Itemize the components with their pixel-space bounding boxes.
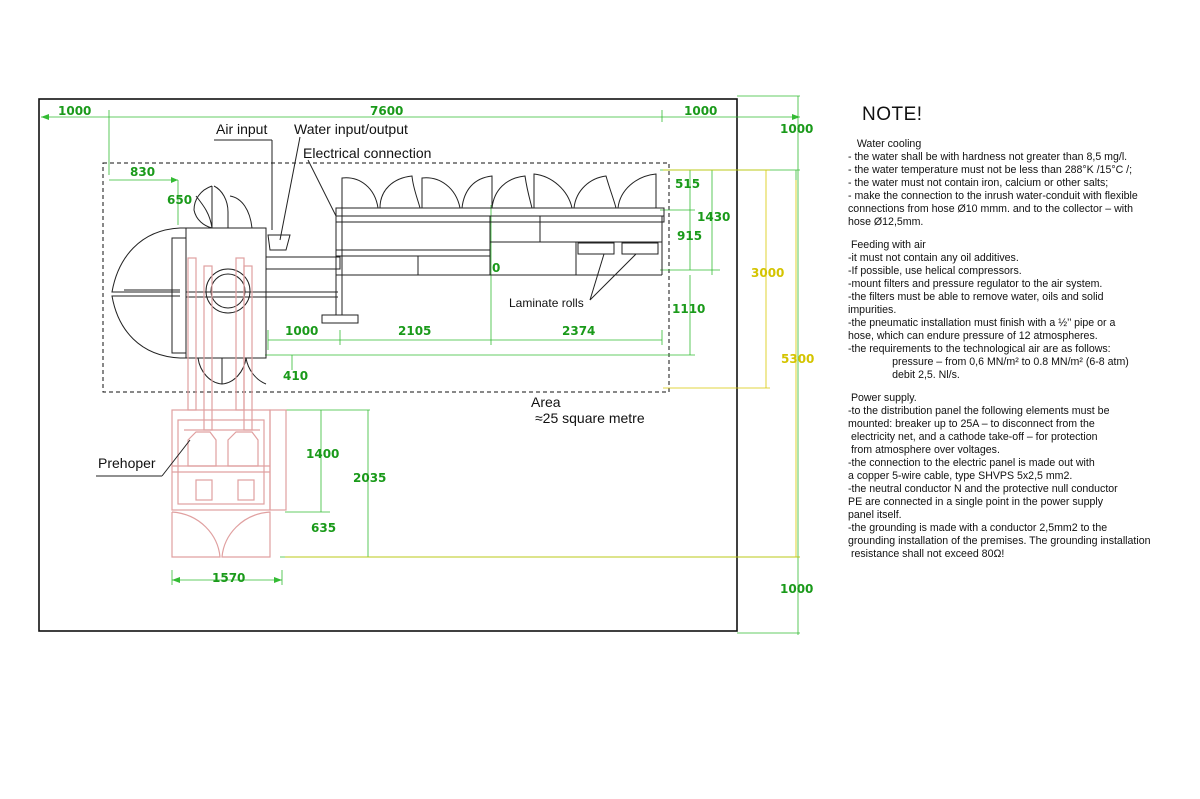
notes-line: impurities. [848,304,897,316]
notes-line: Power supply. [848,392,917,404]
dim-3000: 3000 [751,266,784,280]
notes-line: grounding installation of the premises. … [848,535,1151,547]
notes-title: NOTE! [862,104,923,125]
label-area: Area [531,394,561,410]
dim-7600: 7600 [370,104,403,118]
dim-410: 410 [283,369,308,383]
working-area-dashed [102,162,670,393]
notes-panel: NOTE! Water cooling- the water shall be … [848,104,1198,571]
notes-line: hose, which can endure pressure of 12 at… [848,330,1098,342]
label-prehoper: Prehoper [98,455,156,471]
dim-0: 0 [492,261,500,275]
notes-section: Power supply.-to the distribution panel … [848,392,1198,561]
notes-line: -the pneumatic installation must finish … [848,317,1116,329]
label-laminate-rolls: Laminate rolls [509,296,584,310]
machine-outline [111,136,665,385]
yellow-dimension-lines [285,169,800,558]
dim-830: 830 [130,165,155,179]
notes-line: -If possible, use helical compressors. [848,265,1022,277]
notes-line: a copper 5-wire cable, type SHVPS 5x2,5 … [848,470,1073,482]
notes-line: -the grounding is made with a conductor … [848,522,1108,534]
notes-line: -the neutral conductor N and the protect… [848,483,1118,495]
notes-line: from atmosphere over voltages. [848,444,1000,456]
notes-line: Water cooling [848,138,922,150]
notes-line: hose Ø12,5mm. [848,216,924,228]
dim-1000-top-right: 1000 [780,122,813,136]
dim-515: 515 [675,177,700,191]
label-electrical: Electrical connection [303,145,431,161]
room-outline [38,98,738,632]
dim-1000-right: 1000 [684,104,717,118]
dim-1430: 1430 [697,210,730,224]
dim-5300: 5300 [781,352,814,366]
notes-line: -it must not contain any oil additives. [848,252,1019,264]
notes-line: Feeding with air [848,239,926,251]
notes-line: mounted: breaker up to 25A – to disconne… [848,418,1095,430]
notes-line: panel itself. [848,509,902,521]
prehoper-outline [171,257,287,558]
label-air-input: Air input [216,121,267,137]
label-water-io: Water input/output [294,121,408,137]
notes-line: connections from hose Ø10 mmm. and to th… [848,203,1133,215]
notes-line: - the water temperature must not be less… [848,164,1133,176]
notes-section: Feeding with air-it must not contain any… [848,239,1198,382]
notes-line: electricity net, and a cathode take-off … [848,431,1098,443]
dim-1400: 1400 [306,447,339,461]
dim-2035: 2035 [353,471,386,485]
notes-line: resistance shall not exceed 80Ω! [848,548,1005,560]
dimension-lines [41,95,800,635]
notes-line: PE are connected in a single point in th… [848,496,1104,508]
notes-line: - the water must not contain iron, calci… [848,177,1109,189]
notes-sections: Water cooling- the water shall be with h… [848,138,1198,561]
notes-line: -to the distribution panel the following… [848,405,1110,417]
label-area-size: ≈25 square metre [535,410,645,426]
dim-2105: 2105 [398,324,431,338]
dim-1570: 1570 [212,571,245,585]
dim-1000-bottom: 1000 [780,582,813,596]
notes-line: - make the connection to the inrush wate… [848,190,1138,202]
notes-line: - the water shall be with hardness not g… [848,151,1128,163]
dim-1000-mid: 1000 [285,324,318,338]
notes-line: -the filters must be able to remove wate… [848,291,1104,303]
dim-915: 915 [677,229,702,243]
notes-section: Water cooling- the water shall be with h… [848,138,1198,229]
notes-line: -mount filters and pressure regulator to… [848,278,1103,290]
dim-1110: 1110 [672,302,705,316]
dim-2374: 2374 [562,324,595,338]
notes-line: -the requirements to the technological a… [848,343,1111,355]
dim-1000-left: 1000 [58,104,91,118]
dim-635: 635 [311,521,336,535]
dim-650: 650 [167,193,192,207]
notes-line: debit 2,5. Nl/s. [848,369,960,381]
notes-line: -the connection to the electric panel is… [848,457,1095,469]
notes-line: pressure – from 0,6 MN/m² to 0.8 MN/m² (… [848,356,1129,368]
prehoper-leader-diag [161,439,191,477]
